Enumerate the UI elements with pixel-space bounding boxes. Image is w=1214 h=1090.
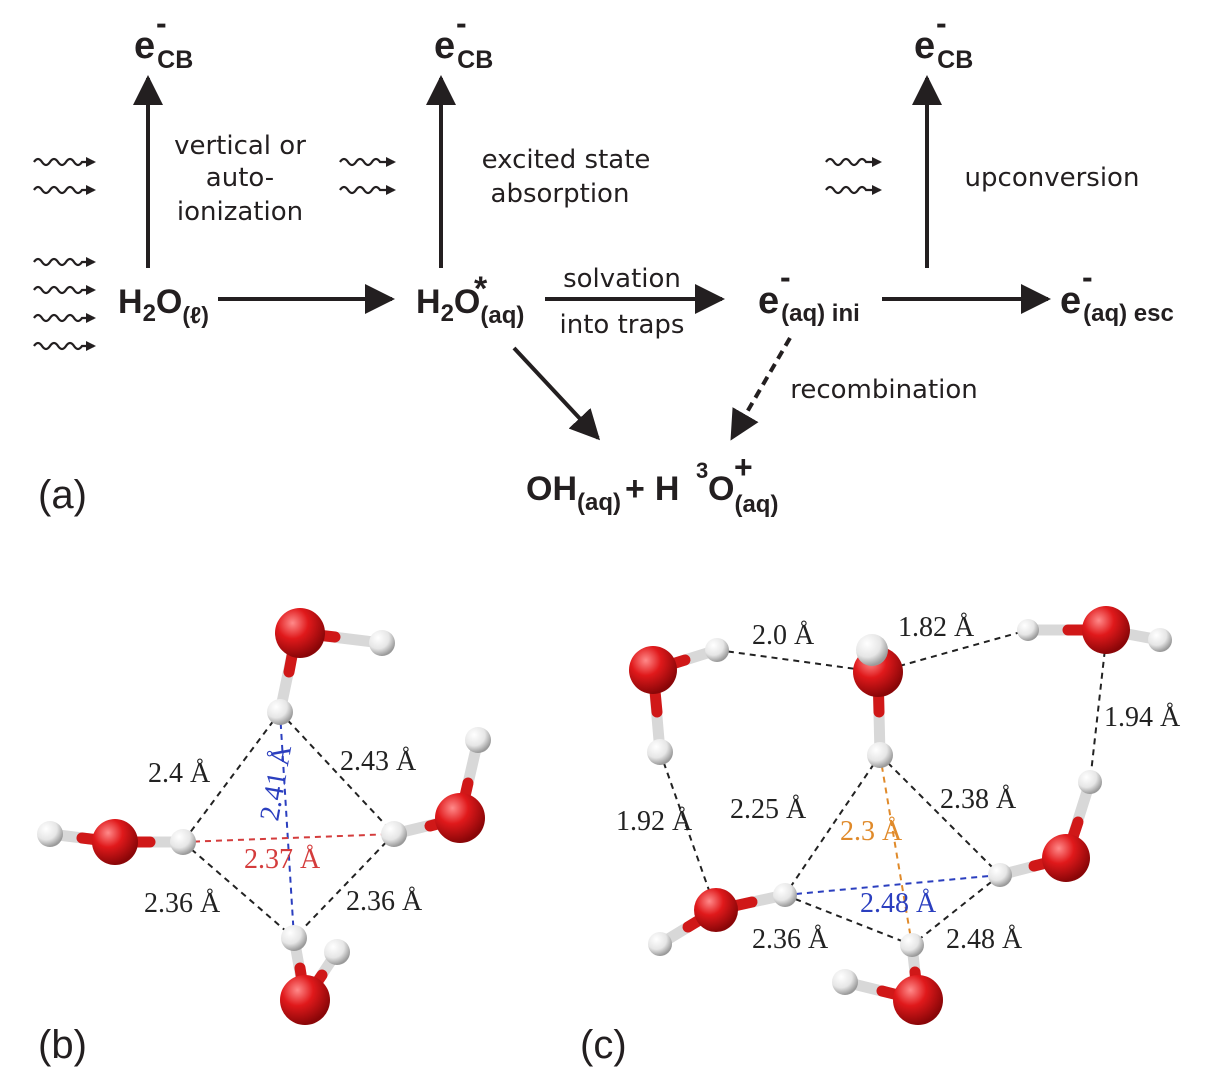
hydrogen-atom — [267, 699, 293, 725]
distance-label: 2.36 Å — [346, 886, 423, 917]
photon-arrow-icon — [33, 157, 96, 167]
panel-b: 2.4 Å 2.43 Å 2.41 Å 2.37 Å 2.36 Å 2.36 Å… — [37, 608, 491, 1067]
distance-label-orange: 2.3 Å — [840, 816, 903, 847]
label-recombination: recombination — [790, 375, 978, 405]
oxygen-atom — [1042, 834, 1090, 882]
distance-label: 2.48 Å — [946, 924, 1023, 955]
e-cb-1-charge: - — [156, 5, 167, 41]
photon-arrow-icon — [825, 157, 882, 167]
hydrogen-atom — [37, 821, 63, 847]
distance-label-blue: 2.48 Å — [860, 888, 937, 919]
distance-label: 2.38 Å — [940, 784, 1017, 815]
hydrogen-atom — [281, 925, 307, 951]
hydrogen-atom — [1148, 628, 1172, 652]
hydrogen-atom — [773, 883, 797, 907]
photon-arrow-icon — [825, 185, 882, 195]
photon-arrow-icon — [33, 185, 96, 195]
vertical-arrows — [133, 75, 942, 268]
distance-label-blue: 2.41 Å — [254, 742, 298, 823]
hydrogen-atom — [988, 863, 1012, 887]
photon-arrow-icon — [33, 313, 96, 323]
panel-label-a: (a) — [38, 473, 87, 517]
excited-star: * — [474, 270, 488, 308]
electron-escaped: e(aq) esc — [1060, 280, 1174, 327]
panel-label-c: (c) — [580, 1023, 627, 1067]
e-cb-2-charge: - — [456, 5, 467, 41]
hydrogen-atom — [648, 932, 672, 956]
photon-arrow-icon — [33, 257, 96, 267]
oxygen-atom — [275, 608, 325, 658]
water-excited: H2O(aq) — [416, 283, 524, 329]
label-absorption: absorption — [491, 179, 630, 209]
hydrogen-atom — [867, 742, 893, 768]
label-excited-state: excited state — [482, 145, 651, 175]
photon-arrows-left — [33, 157, 96, 351]
oxygen-atom — [893, 975, 943, 1025]
products-charge: + — [734, 449, 753, 485]
distance-label: 2.43 Å — [340, 746, 417, 777]
photon-arrow-icon — [339, 157, 396, 167]
e-cb-3: eCB — [914, 25, 973, 74]
hydrogen-atom — [381, 821, 407, 847]
oxygen-atom — [92, 819, 138, 865]
panel-a: eCB - eCB - eCB - H2O(ℓ) H2O(aq) * e(aq)… — [33, 5, 1174, 518]
label-vertical: vertical or — [174, 131, 306, 161]
e-cb-1: eCB — [134, 25, 193, 74]
electron-initial-charge: - — [780, 259, 791, 295]
hydrogen-atom — [647, 739, 673, 765]
hydrogen-atom — [1078, 770, 1102, 794]
label-upconversion: upconversion — [965, 163, 1140, 193]
hydrogen-atom — [900, 933, 924, 957]
panel-b-atoms — [37, 608, 491, 1025]
hydrogen-atom — [1017, 619, 1039, 641]
label-auto: auto- — [206, 163, 274, 193]
dissociation-arrow — [512, 346, 601, 441]
water-liquid: H2O(ℓ) — [118, 283, 209, 328]
distance-label: 2.25 Å — [730, 794, 807, 825]
panel-c-hbonds — [659, 629, 1107, 946]
distance-label: 1.94 Å — [1104, 702, 1181, 733]
panel-b-hbonds — [182, 711, 395, 939]
distance-label: 1.92 Å — [616, 806, 693, 837]
oxygen-atom — [1082, 606, 1130, 654]
hydrogen-atom — [170, 829, 196, 855]
photon-arrows-middle — [339, 157, 396, 195]
distance-label: 2.0 Å — [752, 620, 815, 651]
oxygen-atom — [435, 793, 485, 843]
oxygen-atom — [280, 975, 330, 1025]
oxygen-atom — [694, 888, 738, 932]
photon-arrow-icon — [33, 285, 96, 295]
products-hydronium: O(aq) — [708, 470, 778, 518]
panel-c: 2.0 Å 1.82 Å 1.94 Å 1.92 Å 2.25 Å 2.3 Å … — [580, 606, 1181, 1067]
distance-label: 2.36 Å — [752, 924, 829, 955]
products: OH(aq)+H — [526, 470, 679, 516]
distance-label: 2.36 Å — [144, 888, 221, 919]
distance-label: 1.82 Å — [898, 612, 975, 643]
distance-label: 2.4 Å — [148, 758, 211, 789]
hydrogen-atom — [324, 939, 350, 965]
e-cb-3-charge: - — [936, 5, 947, 41]
photon-arrows-right — [825, 157, 882, 195]
hydrogen-atom — [705, 638, 729, 662]
hydrogen-atom — [465, 727, 491, 753]
label-solvation: solvation — [563, 264, 681, 294]
diagonal-arrows — [512, 336, 792, 441]
e-cb-2: eCB — [434, 25, 493, 74]
label-into-traps: into traps — [560, 310, 685, 340]
electron-initial: e(aq) ini — [758, 280, 860, 327]
panel-c-atoms — [629, 606, 1172, 1025]
hydrogen-atom — [369, 630, 395, 656]
photon-arrow-icon — [339, 185, 396, 195]
hydrogen-atom — [856, 634, 888, 666]
photon-arrow-icon — [33, 341, 96, 351]
recombination-arrow — [730, 336, 792, 441]
oxygen-atom — [629, 646, 677, 694]
electron-escaped-charge: - — [1082, 259, 1093, 295]
panel-label-b: (b) — [38, 1023, 87, 1067]
label-ionization: ionization — [177, 197, 303, 227]
distance-label-red: 2.37 Å — [244, 844, 321, 875]
products-h-superscript: 3 — [696, 458, 708, 483]
hydrogen-atom — [832, 969, 858, 995]
